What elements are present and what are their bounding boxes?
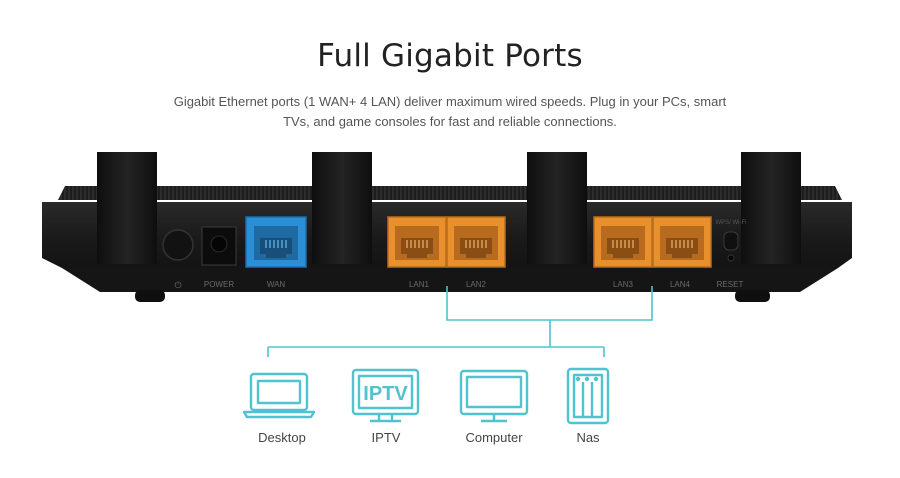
nas-icon	[566, 367, 610, 425]
router-foot-left	[135, 290, 165, 302]
reset-label: RESET	[717, 280, 744, 289]
router-base	[62, 268, 838, 292]
lan4-port[interactable]	[652, 216, 712, 268]
lan4-label: LAN4	[670, 280, 691, 289]
power-button[interactable]	[162, 229, 194, 261]
laptop-icon	[242, 372, 316, 419]
device-label-iptv: IPTV	[371, 430, 401, 445]
wps-label: WPS/ Wi-Fi	[716, 220, 747, 226]
antenna-3	[527, 152, 587, 264]
antenna-4	[741, 152, 801, 264]
power-label: POWER	[204, 280, 234, 289]
connection-lines	[267, 286, 653, 357]
lan1-label: LAN1	[409, 280, 430, 289]
page-title: Full Gigabit Ports	[317, 38, 583, 74]
monitor-icon	[459, 369, 529, 423]
wan-label: WAN	[267, 280, 286, 289]
device-label-desktop: Desktop	[258, 430, 306, 445]
lan2-label: LAN2	[466, 280, 487, 289]
lan1-port[interactable]	[387, 216, 447, 268]
power-symbol-label: ⏻	[174, 280, 181, 290]
lan3-label: LAN3	[613, 280, 634, 289]
lan2-port[interactable]	[446, 216, 506, 268]
subtitle-line-2: TVs, and game consoles for fast and reli…	[283, 114, 617, 129]
iptv-screen-text: IPTV	[363, 383, 408, 405]
device-label-computer: Computer	[465, 430, 523, 445]
wan-port[interactable]	[245, 216, 307, 268]
power-jack-hole	[210, 235, 228, 253]
wps-wifi-button[interactable]	[723, 231, 739, 251]
antenna-1	[97, 152, 157, 264]
subtitle: Gigabit Ethernet ports (1 WAN+ 4 LAN) de…	[0, 92, 900, 132]
router-foot-right	[735, 290, 770, 302]
subtitle-line-1: Gigabit Ethernet ports (1 WAN+ 4 LAN) de…	[173, 94, 727, 109]
iptv-icon	[351, 368, 420, 423]
device-label-nas: Nas	[576, 430, 600, 445]
reset-hole[interactable]	[727, 254, 735, 262]
router-top-grille	[58, 186, 842, 200]
antenna-2	[312, 152, 372, 264]
lan3-port[interactable]	[593, 216, 653, 268]
